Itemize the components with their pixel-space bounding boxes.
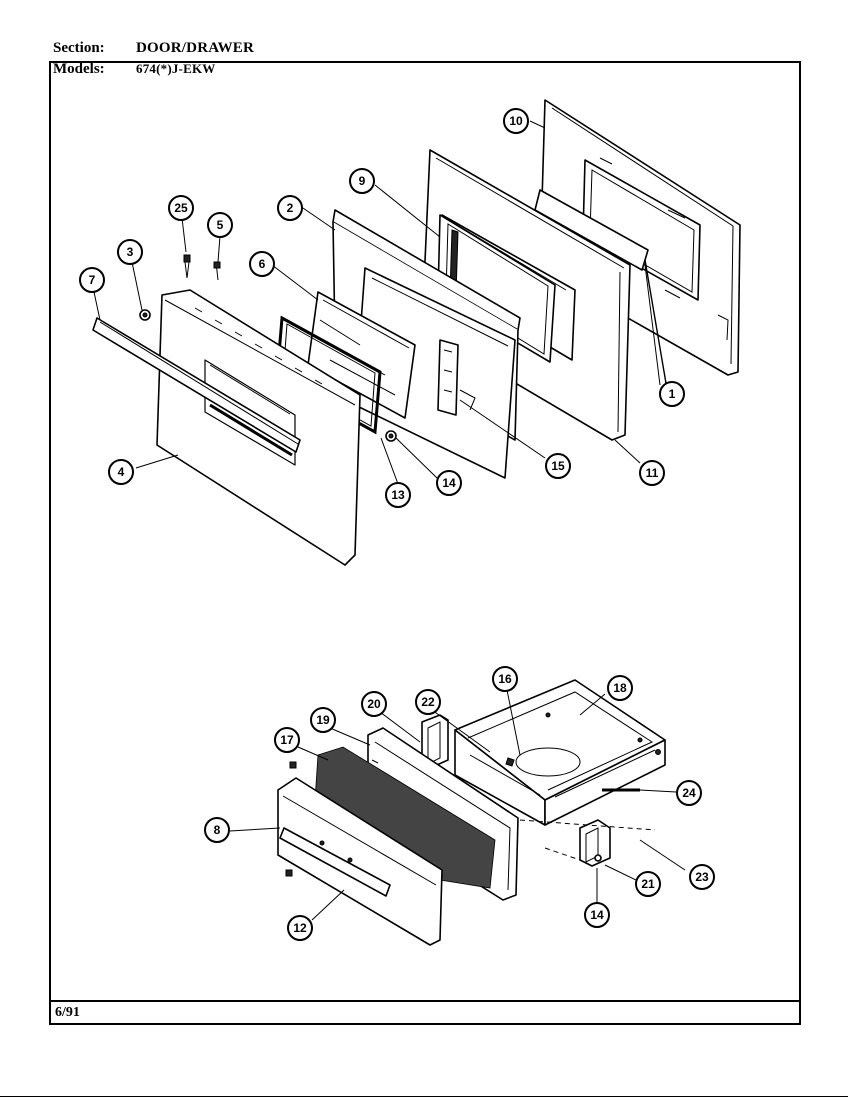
callout-24: 24 bbox=[676, 780, 702, 806]
footer-divider bbox=[49, 1000, 801, 1002]
callout-20: 20 bbox=[361, 691, 387, 717]
svg-text:5: 5 bbox=[217, 218, 224, 232]
svg-text:3: 3 bbox=[127, 245, 134, 259]
callout-1: 1 bbox=[659, 381, 685, 407]
svg-text:20: 20 bbox=[367, 697, 381, 711]
svg-text:15: 15 bbox=[551, 459, 565, 473]
callout-9: 9 bbox=[349, 168, 375, 194]
callout-13: 13 bbox=[385, 482, 411, 508]
svg-text:14: 14 bbox=[442, 476, 456, 490]
door-liner-part-1 bbox=[534, 189, 669, 396]
door-handle-part-7 bbox=[92, 317, 301, 453]
svg-text:9: 9 bbox=[359, 174, 366, 188]
drawer-body-part-16 bbox=[454, 679, 666, 826]
svg-text:1: 1 bbox=[669, 387, 676, 401]
callout-3: 3 bbox=[117, 239, 143, 265]
svg-text:22: 22 bbox=[421, 695, 435, 709]
insulation-panel-part-15 bbox=[354, 267, 516, 479]
svg-text:6: 6 bbox=[259, 257, 266, 271]
drawer-rails-parts-24-23 bbox=[519, 788, 656, 861]
svg-text:8: 8 bbox=[214, 823, 221, 837]
callout-5: 5 bbox=[207, 212, 233, 238]
svg-text:23: 23 bbox=[695, 870, 709, 884]
models-label: Models: bbox=[53, 61, 105, 77]
callout-10: 10 bbox=[503, 108, 529, 134]
leader-lines-top bbox=[93, 120, 661, 485]
svg-text:12: 12 bbox=[293, 921, 307, 935]
callout-2: 2 bbox=[277, 195, 303, 221]
svg-text:18: 18 bbox=[613, 681, 627, 695]
drawer-front-part-8 bbox=[277, 777, 443, 946]
callout-19: 19 bbox=[310, 707, 336, 733]
svg-text:19: 19 bbox=[316, 713, 330, 727]
callout-12: 12 bbox=[287, 915, 313, 941]
svg-text:11: 11 bbox=[646, 466, 659, 480]
svg-text:13: 13 bbox=[391, 488, 405, 502]
callout-22: 22 bbox=[415, 689, 441, 715]
leader-lines-bottom bbox=[229, 689, 686, 921]
drawer-glides-parts-22-21 bbox=[421, 714, 611, 867]
callout-11: 11 bbox=[639, 460, 665, 486]
callout-6: 6 bbox=[249, 251, 275, 277]
models-value: 674(*)J-EKW bbox=[136, 61, 216, 76]
callout-14-bottom: 14 bbox=[584, 902, 610, 928]
svg-text:2: 2 bbox=[287, 201, 294, 215]
callout-25: 25 bbox=[168, 195, 194, 221]
svg-text:10: 10 bbox=[509, 114, 523, 128]
callout-18: 18 bbox=[607, 675, 633, 701]
page-bottom-rule bbox=[0, 1096, 848, 1097]
callout-17: 17 bbox=[274, 727, 300, 753]
svg-text:24: 24 bbox=[682, 786, 696, 800]
screws-and-clips-parts-3-5-14-25 bbox=[139, 254, 397, 442]
section-label: Section: bbox=[53, 40, 105, 56]
callout-7: 7 bbox=[79, 267, 105, 293]
section-value: DOOR/DRAWER bbox=[136, 40, 255, 56]
callout-21: 21 bbox=[635, 871, 661, 897]
callout-14-top: 14 bbox=[436, 470, 462, 496]
callout-15: 15 bbox=[545, 453, 571, 479]
svg-text:21: 21 bbox=[641, 877, 655, 891]
callout-4: 4 bbox=[108, 459, 134, 485]
svg-text:25: 25 bbox=[174, 201, 188, 215]
diagram-frame bbox=[49, 61, 801, 1025]
revision-date: 6/91 bbox=[55, 1005, 80, 1020]
svg-text:7: 7 bbox=[89, 273, 96, 287]
callout-23: 23 bbox=[689, 864, 715, 890]
drawer-screws bbox=[285, 761, 297, 877]
callout-8-bottom: 8 bbox=[204, 817, 230, 843]
svg-text:4: 4 bbox=[118, 465, 125, 479]
svg-text:17: 17 bbox=[280, 733, 294, 747]
svg-text:16: 16 bbox=[498, 672, 512, 686]
callout-16: 16 bbox=[492, 666, 518, 692]
door-back-panel-part-10 bbox=[539, 99, 741, 376]
svg-text:14: 14 bbox=[590, 908, 604, 922]
